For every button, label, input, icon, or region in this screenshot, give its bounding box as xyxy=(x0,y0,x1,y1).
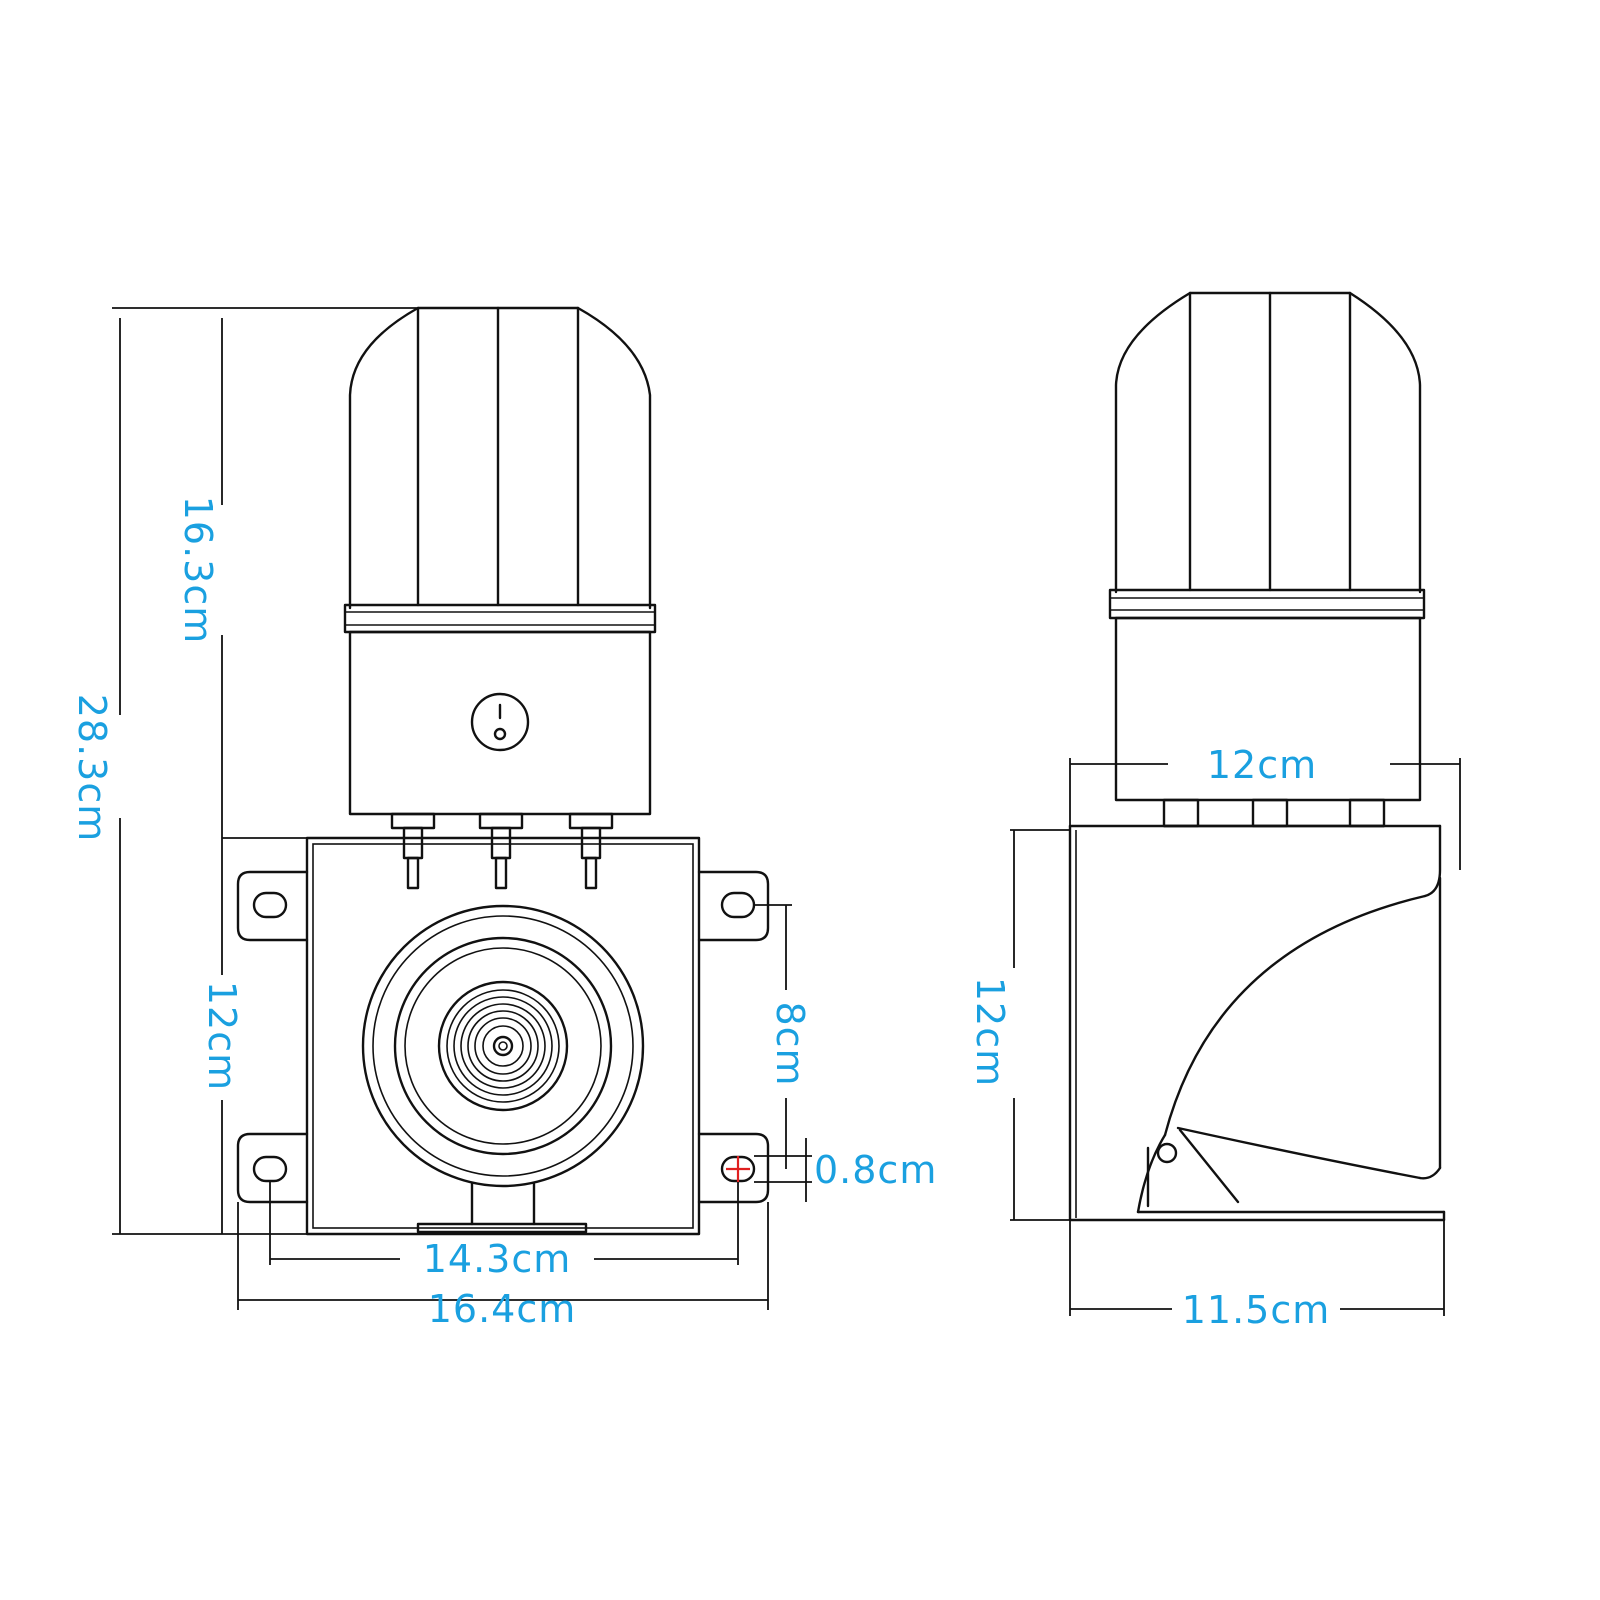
front-beacon-dome xyxy=(343,306,657,634)
dim-hole-spacing-horizontal-label: 14.3cm xyxy=(423,1237,572,1281)
front-connectors xyxy=(390,812,614,890)
dim-side-box-height-label: 12cm xyxy=(968,977,1012,1087)
side-beacon-dome xyxy=(1108,291,1426,620)
side-horn-body xyxy=(1068,824,1446,1222)
dim-hole-spacing-vertical-label: 8cm xyxy=(768,1001,812,1086)
dim-box-height-label: 12cm xyxy=(200,981,244,1091)
front-view: 28.3cm 16.3cm 12cm 8cm 0.8cm 14.3cm 16.4… xyxy=(70,306,937,1331)
dim-total-height-label: 28.3cm xyxy=(70,694,114,843)
dim-light-height-label: 16.3cm xyxy=(176,496,220,645)
front-speaker xyxy=(361,904,645,1188)
side-dimension-labels: 12cm 12cm 11.5cm xyxy=(968,743,1331,1332)
dim-side-top-width-label: 12cm xyxy=(1207,743,1317,787)
front-main-box xyxy=(305,836,701,1236)
side-beacon-base xyxy=(1114,616,1422,828)
side-dimension-lines xyxy=(1010,758,1461,1316)
dim-total-width-label: 16.4cm xyxy=(428,1287,577,1331)
power-switch-icon xyxy=(470,692,530,752)
front-dimension-lines xyxy=(112,307,812,1310)
side-view: 12cm 12cm 11.5cm xyxy=(968,291,1461,1332)
dim-hole-diameter-label: 0.8cm xyxy=(814,1148,937,1192)
dim-side-depth-label: 11.5cm xyxy=(1182,1288,1331,1332)
front-dimension-labels: 28.3cm 16.3cm 12cm 8cm 0.8cm 14.3cm 16.4… xyxy=(70,496,937,1331)
front-beacon-base xyxy=(348,630,652,816)
front-speaker-stand xyxy=(416,1182,588,1234)
hole-marker-icon xyxy=(726,1156,750,1182)
